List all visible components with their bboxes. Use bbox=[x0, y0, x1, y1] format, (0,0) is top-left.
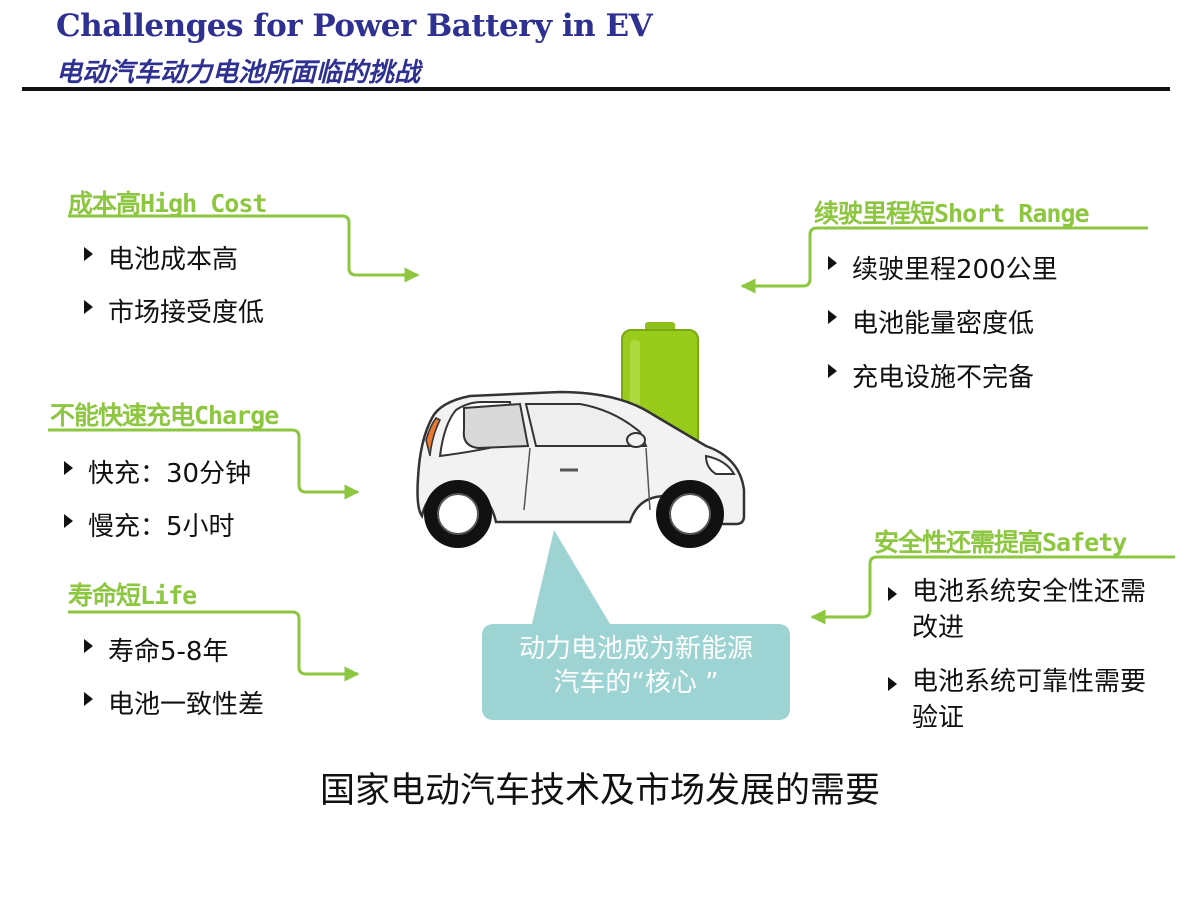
life-connector bbox=[68, 610, 360, 682]
safety-heading: 安全性还需提高Safety bbox=[874, 528, 1127, 557]
list-item: 电池能量密度低 bbox=[822, 297, 1058, 351]
callout-line-1: 动力电池成为新能源 bbox=[518, 634, 753, 664]
list-item: 电池一致性差 bbox=[78, 679, 264, 732]
list-item: 充电设施不完备 bbox=[822, 351, 1058, 405]
list-item: 电池成本高 bbox=[78, 234, 264, 287]
car-icon bbox=[416, 390, 746, 548]
list-item: 快充：30分钟 bbox=[58, 448, 251, 501]
footer-text: 国家电动汽车技术及市场发展的需要 bbox=[319, 771, 880, 811]
callout-text: 动力电池成为新能源 汽车的“核心 ” bbox=[486, 632, 786, 700]
safety-list: 电池系统安全性还需改进 电池系统可靠性需要验证 bbox=[882, 574, 1162, 736]
safety-connector bbox=[810, 555, 1175, 625]
list-item: 电池系统可靠性需要验证 bbox=[882, 664, 1162, 736]
callout-line-2: 汽车的“核心 ” bbox=[553, 668, 719, 698]
list-item: 电池系统安全性还需改进 bbox=[882, 574, 1162, 646]
list-item: 市场接受度低 bbox=[78, 287, 264, 340]
title-divider bbox=[22, 87, 1170, 91]
high-cost-heading: 成本高High Cost bbox=[68, 189, 267, 218]
life-list: 寿命5-8年 电池一致性差 bbox=[78, 626, 264, 732]
title-english: Challenges for Power Battery in EV bbox=[56, 8, 653, 44]
short-range-heading: 续驶里程短Short Range bbox=[814, 199, 1090, 228]
high-cost-connector bbox=[68, 214, 420, 283]
title-chinese: 电动汽车动力电池所面临的挑战 bbox=[56, 58, 421, 88]
list-item: 续驶里程200公里 bbox=[822, 243, 1058, 297]
short-range-connector bbox=[740, 226, 1148, 294]
charge-heading: 不能快速充电Charge bbox=[50, 401, 279, 430]
callout-bubble bbox=[482, 530, 790, 720]
life-heading: 寿命短Life bbox=[68, 581, 197, 610]
list-item: 寿命5-8年 bbox=[78, 626, 264, 679]
list-item: 慢充：5小时 bbox=[58, 501, 251, 554]
charge-list: 快充：30分钟 慢充：5小时 bbox=[58, 448, 251, 554]
charge-connector bbox=[48, 428, 360, 500]
short-range-list: 续驶里程200公里 电池能量密度低 充电设施不完备 bbox=[822, 243, 1058, 405]
high-cost-list: 电池成本高 市场接受度低 bbox=[78, 234, 264, 340]
